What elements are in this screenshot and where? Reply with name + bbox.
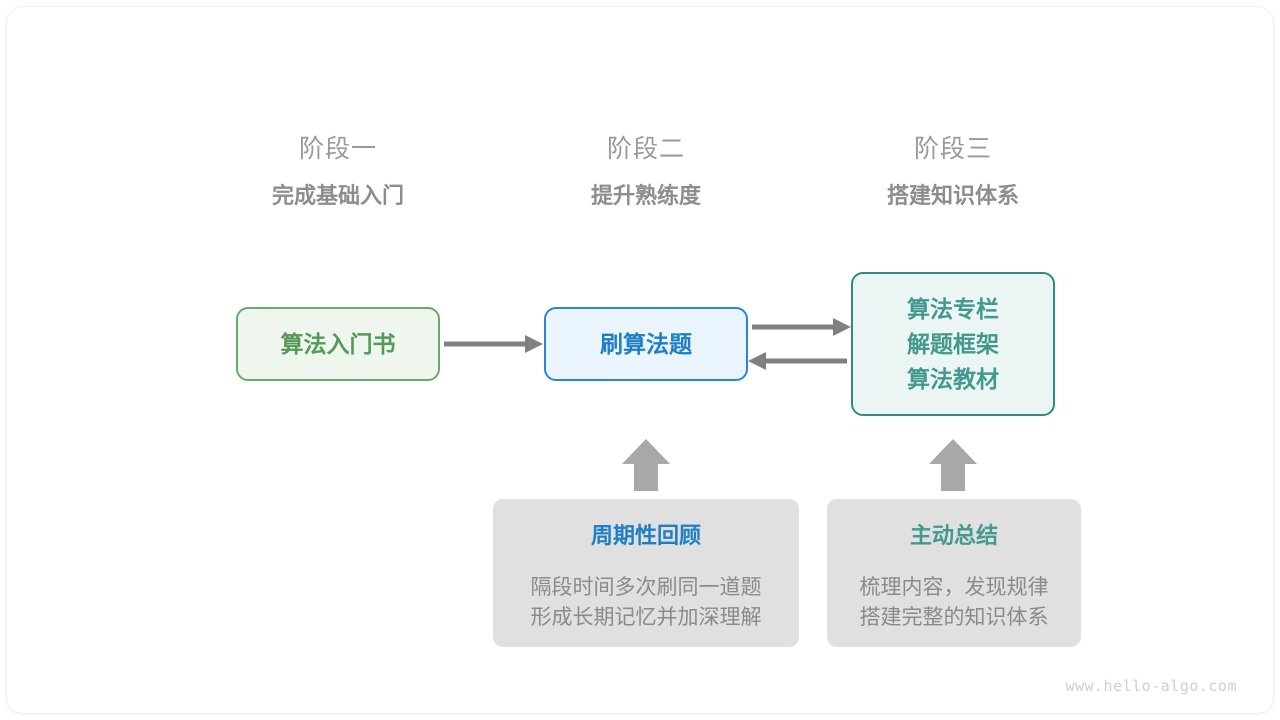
- note-review-line-2: 形成长期记忆并加深理解: [530, 606, 762, 629]
- node-resources-line-3: 算法教材: [907, 365, 999, 392]
- stage-heading-3: 阶段三 搭建知识体系: [823, 132, 1083, 212]
- watermark-url: www.hello-algo.com: [1065, 677, 1237, 695]
- note-active-summary[interactable]: 主动总结 梳理内容，发现规律 搭建完整的知识体系: [827, 499, 1081, 647]
- diagram-card: 阶段一 完成基础入门 阶段二 提升熟练度 阶段三 搭建知识体系: [7, 7, 1273, 713]
- note-summary-title: 主动总结: [909, 523, 998, 548]
- stage-title-2: 提升熟练度: [590, 183, 701, 208]
- arrow-resources-to-practice: [748, 352, 847, 370]
- node-algorithm-intro-book[interactable]: 算法入门书: [236, 307, 440, 381]
- stage-heading-2: 阶段二 提升熟练度: [516, 132, 776, 212]
- stage-number-3: 阶段三: [913, 135, 992, 163]
- node-learning-resources[interactable]: 算法专栏 解题框架 算法教材: [851, 272, 1055, 416]
- node-practice-label: 刷算法题: [600, 330, 692, 357]
- stage-title-3: 搭建知识体系: [886, 183, 1019, 208]
- note-summary-line-1: 梳理内容，发现规律: [859, 576, 1049, 599]
- node-resources-line-1: 算法专栏: [907, 295, 999, 322]
- stage-heading-1: 阶段一 完成基础入门: [208, 132, 468, 212]
- stage-title-1: 完成基础入门: [271, 183, 404, 208]
- note-periodic-review[interactable]: 周期性回顾 隔段时间多次刷同一道题 形成长期记忆并加深理解: [493, 499, 799, 647]
- note-review-line-1: 隔段时间多次刷同一道题: [530, 576, 762, 599]
- note-summary-line-2: 搭建完整的知识体系: [859, 606, 1049, 629]
- arrow-book-to-practice: [444, 335, 543, 353]
- note-summary-body: 梳理内容，发现规律 搭建完整的知识体系: [860, 573, 1049, 633]
- arrow-summary-up: [929, 439, 977, 491]
- stage-number-1: 阶段一: [298, 135, 377, 163]
- arrow-review-up: [622, 439, 670, 491]
- note-review-body: 隔段时间多次刷同一道题 形成长期记忆并加深理解: [531, 573, 762, 633]
- note-review-title: 周期性回顾: [590, 523, 701, 548]
- arrow-practice-to-resources: [752, 318, 851, 336]
- node-resources-line-2: 解题框架: [907, 330, 999, 357]
- node-practice-problems[interactable]: 刷算法题: [544, 307, 748, 381]
- stage-number-2: 阶段二: [606, 135, 685, 163]
- node-book-label: 算法入门书: [280, 330, 396, 357]
